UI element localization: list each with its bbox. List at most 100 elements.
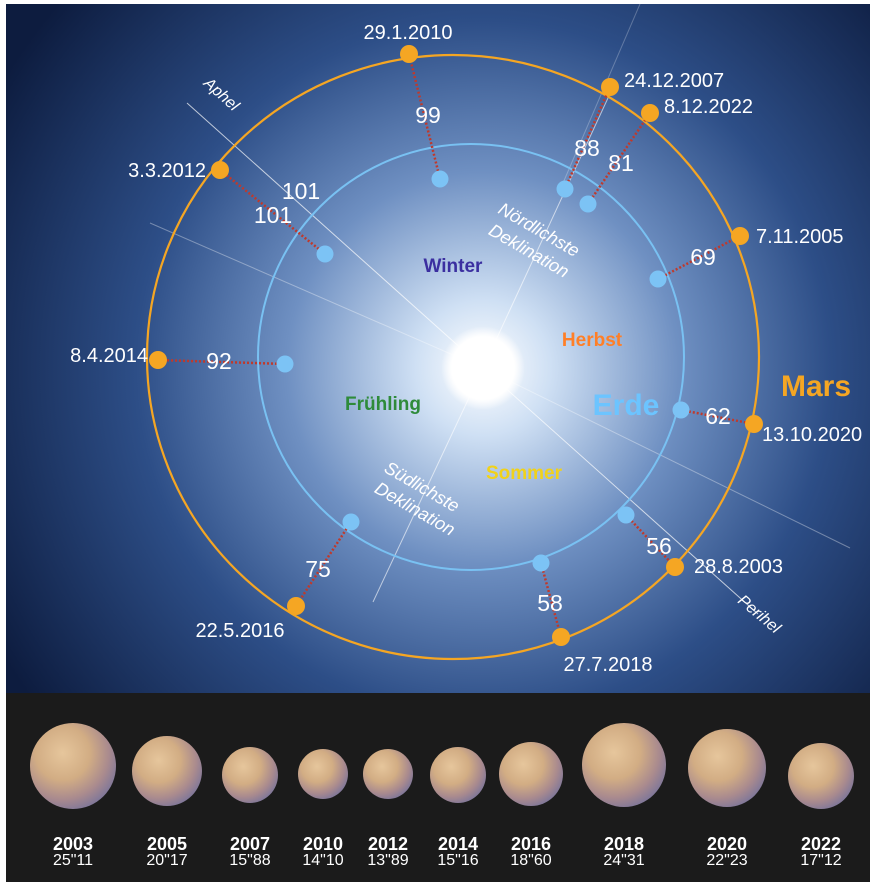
- mars-position: [666, 558, 684, 576]
- earth-position: [672, 401, 690, 419]
- mars-disc-2018: [582, 723, 666, 807]
- date-label: 13.10.2020: [762, 424, 862, 446]
- apparent-size: 13"89: [367, 852, 409, 869]
- mars-disc-2014: [430, 747, 486, 803]
- distance-label: 62: [705, 403, 731, 429]
- mars-position: [641, 104, 659, 122]
- distance-label: 75: [305, 556, 331, 582]
- date-label: 8.4.2014: [70, 345, 148, 367]
- aux-line-top: [559, 3, 641, 191]
- date-label: 7.11.2005: [756, 226, 844, 248]
- year-label: 2014: [437, 834, 479, 854]
- season-herbst: Herbst: [562, 330, 623, 351]
- earth-position-group: [276, 170, 690, 572]
- mars-orbit: [145, 53, 761, 661]
- mars-disc-2003: [30, 723, 116, 809]
- opposition-connector: [539, 562, 563, 638]
- earth-position: [649, 270, 667, 288]
- mars-disc-2022: [788, 743, 854, 809]
- apparent-size: 15"16: [437, 852, 479, 869]
- perihel-line: [482, 367, 759, 615]
- distance-label: 101: [254, 202, 292, 228]
- mars-disc-2020: [688, 729, 766, 807]
- mars-position: [552, 628, 570, 646]
- mars-size-strip: 2003 25"11 2005 20"17 2007 15"88 2010 14…: [6, 693, 870, 882]
- distance-label: 81: [608, 150, 634, 176]
- mars-position: [745, 415, 763, 433]
- earth-position: [617, 506, 635, 524]
- date-label: 28.8.2003: [694, 556, 783, 578]
- apparent-size: 15"88: [229, 852, 271, 869]
- distance-label-extra: 101: [282, 178, 320, 204]
- opposition-connector: [680, 408, 755, 426]
- mars-disc-2005: [132, 736, 202, 806]
- mars-disc-2012: [363, 749, 413, 799]
- opposition-connector: [563, 86, 612, 190]
- year-label: 2010: [302, 834, 344, 854]
- opposition-connector: [219, 169, 326, 255]
- earth-position: [556, 180, 574, 198]
- north-declination-line: [482, 97, 609, 369]
- mars-position: [731, 227, 749, 245]
- earth-position: [579, 195, 597, 213]
- mars-label: Mars: [781, 370, 851, 403]
- date-label: 22.5.2016: [196, 620, 285, 642]
- aphel-line: [186, 102, 484, 369]
- year-label: 2005: [146, 834, 188, 854]
- apparent-size: 18"60: [510, 852, 552, 869]
- earth-position: [276, 355, 294, 373]
- distance-label: 99: [415, 102, 441, 128]
- opposition-connector: [157, 358, 286, 366]
- connector-group: [157, 53, 755, 638]
- mars-position-group: [149, 45, 763, 646]
- distance-label: 69: [690, 244, 716, 270]
- year-label: 2016: [510, 834, 552, 854]
- apparent-size: 14"10: [302, 852, 344, 869]
- season-sommer: Sommer: [486, 463, 563, 484]
- apparent-size: 17"12: [800, 852, 842, 869]
- aux-line-left: [149, 222, 484, 369]
- opposition-connector: [657, 234, 741, 281]
- mars-disc-2010: [298, 749, 348, 799]
- distance-label: 88: [574, 135, 600, 161]
- earth-position: [342, 513, 360, 531]
- mars-position: [149, 351, 167, 369]
- aux-line-right: [482, 367, 851, 549]
- apparent-size: 20"17: [146, 852, 188, 869]
- mars-disc-2016: [499, 742, 563, 806]
- season-winter: Winter: [424, 256, 484, 277]
- orbit-diagram: 99 88 81 69 62 56 58 75 92 101 101 29.1.…: [6, 3, 870, 693]
- opposition-connector: [294, 521, 353, 607]
- date-label: 29.1.2010: [364, 22, 453, 44]
- date-label: 3.3.2012: [128, 160, 206, 182]
- year-label: 2003: [52, 834, 94, 854]
- south-declination-line: [372, 367, 484, 603]
- mars-position: [601, 78, 619, 96]
- mars-position: [287, 597, 305, 615]
- distance-label: 56: [646, 533, 672, 559]
- mars-position: [211, 161, 229, 179]
- apparent-size: 24"31: [603, 852, 645, 869]
- year-label: 2020: [706, 834, 748, 854]
- mars-position: [400, 45, 418, 63]
- sky-background: [6, 4, 870, 693]
- distance-label: 58: [537, 590, 563, 616]
- season-fruehling: Frühling: [345, 394, 421, 415]
- apparent-size: 25"11: [52, 852, 94, 869]
- apparent-size: 22"23: [706, 852, 748, 869]
- date-label: 24.12.2007: [624, 70, 724, 92]
- earth-position: [532, 554, 550, 572]
- year-label: 2007: [229, 834, 271, 854]
- distance-label: 92: [206, 348, 232, 374]
- mars-disc-2007: [222, 747, 278, 803]
- earth-position: [431, 170, 449, 188]
- earth-position: [316, 245, 334, 263]
- earth-label: Erde: [593, 389, 660, 422]
- sun: [441, 326, 525, 410]
- date-label: 27.7.2018: [564, 654, 653, 676]
- year-label: 2018: [603, 834, 645, 854]
- year-label: 2012: [367, 834, 409, 854]
- date-label: 8.12.2022: [664, 96, 753, 118]
- year-label: 2022: [800, 834, 842, 854]
